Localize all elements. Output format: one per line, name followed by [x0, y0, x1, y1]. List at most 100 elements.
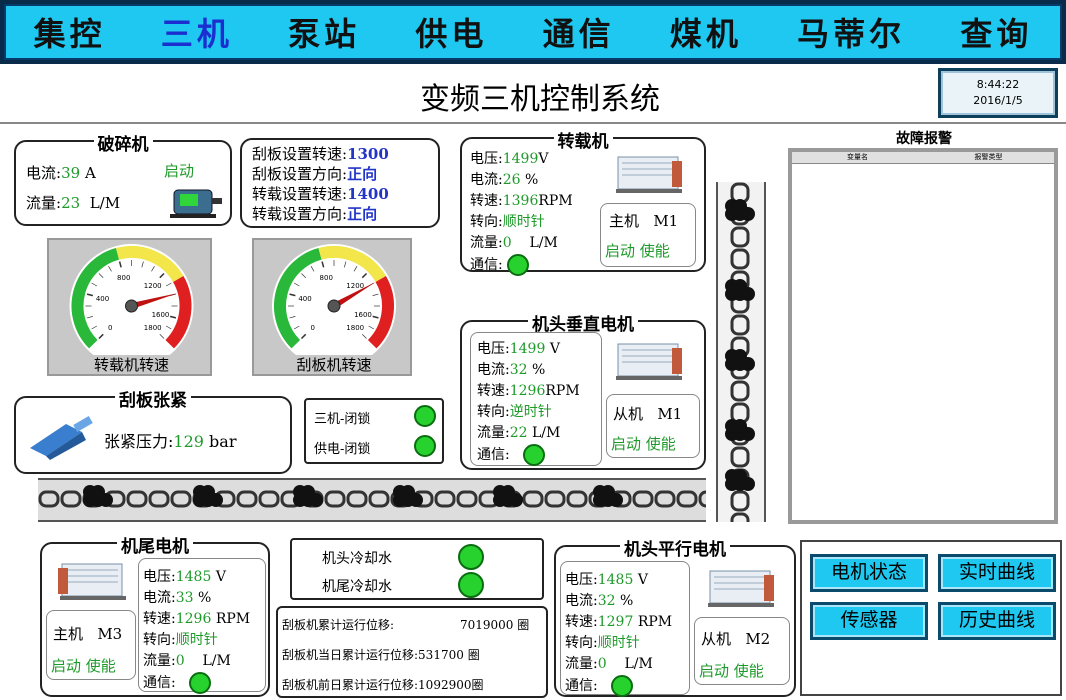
head-par-speed-unit: RPM	[637, 614, 673, 630]
displacement-today-unit: 圈	[467, 648, 480, 662]
setting-value-1: 正向	[347, 165, 378, 183]
head-par-flow-unit: L/M	[624, 656, 653, 672]
transfer-role-box: 主机 M1 启动 使能	[600, 203, 696, 267]
gauge-tick-label: 800	[320, 274, 333, 282]
displacement-prev-value: 1092900	[418, 678, 472, 692]
tail-role: 主机	[53, 625, 84, 643]
realtime-curve-button[interactable]: 实时曲线	[938, 554, 1056, 592]
gauge-tick-label: 800	[117, 274, 130, 282]
nav-item-gongdian[interactable]: 供电	[415, 15, 488, 53]
transfer-comm-indicator	[507, 254, 530, 276]
gauge-tick-label: 0	[108, 324, 112, 332]
nav-item-bengzhan[interactable]: 泵站	[288, 15, 361, 53]
head-par-start: 启动	[699, 662, 730, 680]
lock-label-gongdian: 供电-闭锁	[314, 442, 371, 457]
head-par-current: 32	[597, 593, 616, 609]
tail-current-label: 电流:	[143, 590, 176, 606]
tail-comm-indicator	[189, 672, 212, 694]
nav-item-tongxin[interactable]: 通信	[542, 15, 615, 53]
head-par-voltage: 1485	[597, 572, 634, 588]
sensor-button[interactable]: 传感器	[810, 602, 928, 640]
tail-flow: 0	[175, 653, 185, 669]
nav-item-meiji[interactable]: 煤机	[669, 15, 742, 53]
fault-title: 故障报警	[896, 131, 952, 147]
setting-label-3: 转载设置方向:	[252, 205, 348, 223]
nav-item-jikong[interactable]: 集控	[33, 15, 106, 53]
clock-display: 8:44:22 2016/1/5	[938, 68, 1058, 118]
gauge-tick-label: 1200	[346, 282, 364, 290]
crusher-panel: 破碎机 电流:39 A 启动 流量:23 L/M	[14, 135, 232, 226]
cooling-label-head: 机头冷却水	[322, 551, 392, 567]
lock-indicator-gongdian	[414, 435, 436, 457]
transfer-enable: 使能	[639, 242, 670, 260]
head-vert-voltage-label: 电压:	[477, 341, 510, 357]
page-title: 变频三机控制系统	[420, 82, 660, 117]
head-vert-motor-icon	[616, 343, 682, 380]
motor-status-button[interactable]: 电机状态	[810, 554, 928, 592]
head-par-enable: 使能	[733, 662, 764, 680]
fault-list-header: 变量名 报警类型	[792, 152, 1054, 164]
head-par-current-unit: %	[620, 593, 634, 609]
transfer-flow-unit: L/M	[529, 235, 558, 251]
head-par-flow-label: 流量:	[565, 656, 598, 672]
tail-speed: 1296	[175, 611, 212, 627]
head-vert-speed-unit: RPM	[545, 383, 580, 399]
lock-indicator-sanji	[414, 405, 436, 427]
fault-col-type: 报警类型	[974, 153, 1003, 161]
crusher-flow-unit: L/M	[89, 194, 121, 212]
top-nav: 集控 三机 泵站 供电 通信 煤机 马蒂尔 查询	[0, 0, 1066, 64]
transfer-current: 26	[502, 172, 521, 188]
head-vert-comm-label: 通信:	[477, 447, 510, 463]
head-vert-title: 机头垂直电机	[528, 315, 638, 335]
tension-cylinder-icon	[30, 416, 93, 460]
nav-item-chaxun[interactable]: 查询	[960, 15, 1033, 53]
head-par-id: M2	[745, 630, 771, 648]
head-par-speed: 1297	[597, 614, 634, 630]
gauge-scraper-label: 刮板机转速	[296, 356, 372, 374]
head-par-current-label: 电流:	[565, 593, 598, 609]
history-curve-button[interactable]: 历史曲线	[938, 602, 1056, 640]
transfer-speed-label: 转速:	[470, 193, 503, 209]
setting-value-3: 正向	[347, 205, 378, 223]
head-par-dir-label: 转向:	[565, 635, 598, 651]
nav-item-sanji[interactable]: 三机	[160, 15, 233, 53]
fault-list[interactable]: 变量名 报警类型	[792, 152, 1054, 520]
vertical-chain-graphic	[725, 182, 755, 534]
tail-current: 33	[175, 590, 194, 606]
head-vert-start: 启动	[611, 435, 642, 453]
lock-panel: 三机-闭锁 供电-闭锁	[304, 398, 444, 464]
head-vert-role: 从机	[613, 405, 644, 423]
crusher-motor-icon	[170, 189, 222, 218]
gauge-tick-label: 1800	[144, 324, 162, 332]
transfer-dir-label: 转向:	[470, 214, 503, 230]
head-vert-speed: 1296	[509, 383, 546, 399]
nav-item-madier[interactable]: 马蒂尔	[797, 15, 906, 53]
head-vert-voltage: 1499	[509, 341, 546, 357]
head-par-motor-icon	[708, 570, 774, 607]
setting-label-0: 刮板设置转速:	[252, 145, 348, 163]
head-par-role-box: 从机 M2 启动 使能	[694, 617, 790, 685]
crusher-current-unit: A	[84, 164, 96, 182]
transfer-current-label: 电流:	[470, 172, 503, 188]
crusher-current-label: 电流:	[26, 164, 62, 182]
cooling-indicator-head	[458, 544, 484, 570]
cooling-indicator-tail	[458, 572, 484, 598]
displacement-total-unit: 圈	[517, 618, 530, 632]
tail-flow-unit: L/M	[202, 653, 231, 669]
transfer-role: 主机	[609, 212, 640, 230]
head-vert-speed-label: 转速:	[477, 383, 510, 399]
displacement-total-value: 7019000	[460, 618, 514, 632]
transfer-panel: 转载机 电压:1499V 电流:26 % 转速:1396RPM 转向:顺时针 流…	[460, 132, 706, 276]
tail-role-box: 主机 M3 启动 使能	[46, 610, 136, 680]
head-vert-role-box: 从机 M1 启动 使能	[606, 394, 700, 458]
tension-label: 张紧压力:	[104, 432, 174, 451]
head-par-title: 机头平行电机	[620, 540, 730, 560]
head-par-voltage-unit: V	[637, 572, 648, 588]
transfer-id: M1	[653, 212, 679, 230]
head-vert-flow-unit: L/M	[532, 425, 561, 441]
fault-alarm-section: 故障报警 变量名 报警类型	[786, 128, 1062, 524]
head-vert-data-box: 电压:1499 V 电流:32 % 转速:1296RPM 转向:逆时针 流量:2…	[470, 332, 602, 466]
transfer-flow: 0	[502, 235, 512, 251]
head-vert-dir: 逆时针	[509, 404, 552, 420]
